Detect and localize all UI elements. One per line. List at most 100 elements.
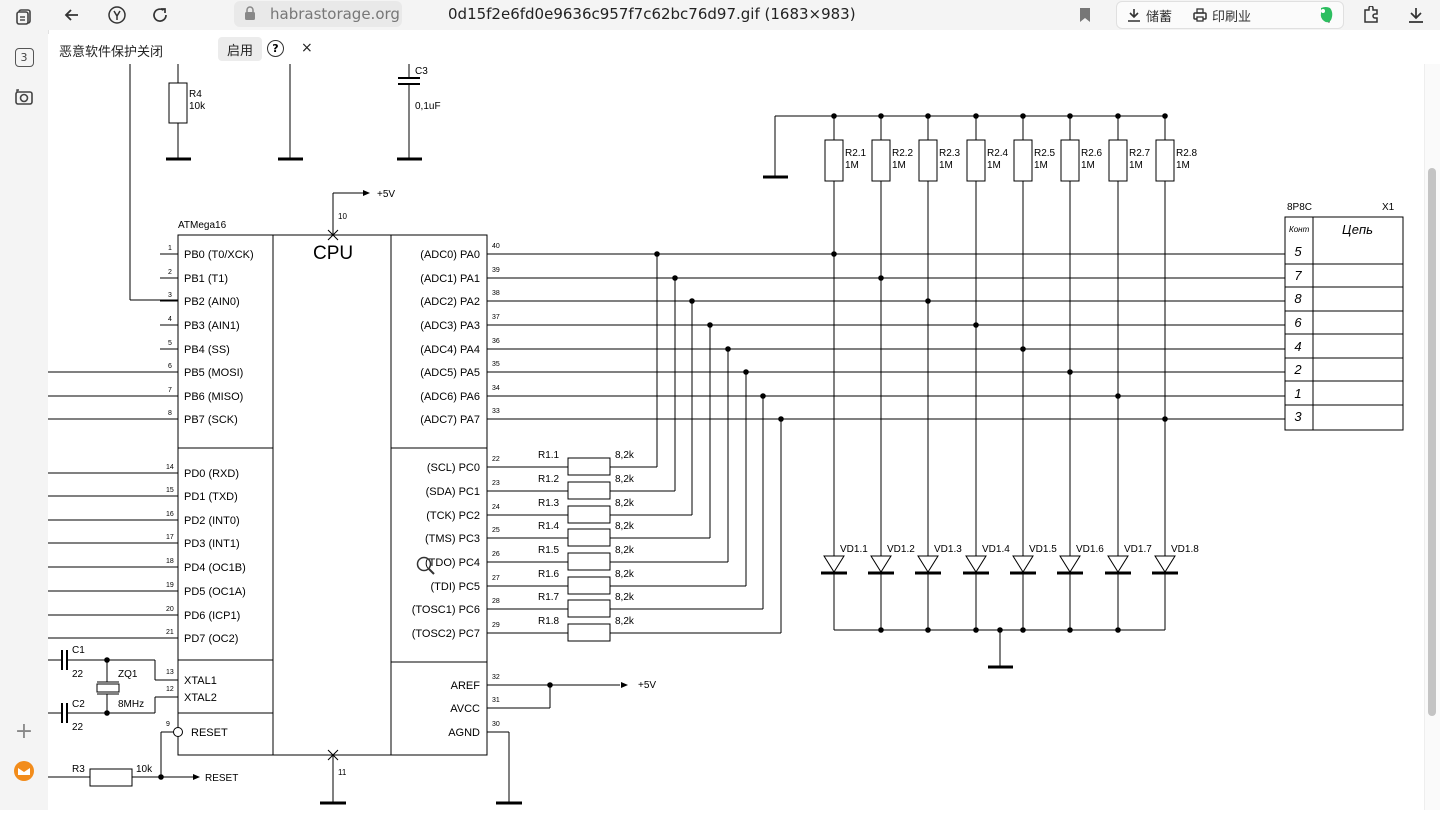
c2-name: C2 [72,699,85,710]
back-button[interactable] [64,4,80,26]
junction-dot [707,322,713,328]
r1-value: 8,2k [615,474,635,485]
pin-label-misc: RESET [191,727,228,739]
junction-dot [925,113,931,119]
r2-resistor [1108,139,1128,182]
pin-label-pc: (TCK) PC2 [426,510,480,522]
pin-number: 16 [166,511,174,518]
pin-number: 13 [166,669,174,676]
junction-dot [1115,393,1121,399]
pin-label-pb: PB4 (SS) [184,344,230,356]
reload-button[interactable] [151,4,169,26]
downloads-button[interactable] [1408,4,1424,26]
r2-name: R2.6 [1081,148,1103,159]
pin-label-pd: PD3 (INT1) [184,538,240,550]
address-bar[interactable]: habrastorage.org [234,1,402,27]
pin-number: 33 [492,408,500,415]
tab-count-button[interactable]: 3 [13,46,35,68]
junction-dot [1115,627,1121,633]
connector-pin-number: 6 [1294,315,1302,330]
pin-label-pd: PD0 (RXD) [184,468,239,480]
screenshot-icon[interactable] [13,86,35,108]
c2-value: 22 [72,722,84,733]
vertical-scrollbar[interactable] [1424,64,1440,810]
r2-name: R2.5 [1034,148,1056,159]
r1-resistor [567,481,611,500]
r1-name: R1.4 [538,521,560,532]
diode-symbol [965,555,987,573]
pin-label-pa: (ADC1) PA1 [420,273,480,285]
zq1-value: 8MHz [118,699,144,710]
evernote-extension-icon[interactable] [1316,4,1336,26]
r2-resistor [871,139,891,182]
mail-icon[interactable] [13,760,35,782]
junction-dot [878,113,884,119]
evernote-icon [1320,7,1333,23]
connector-pin-number: 3 [1294,409,1302,424]
diode-symbol [917,555,939,573]
connector-col1: Конт [1289,225,1310,234]
save-button[interactable]: 储蓄 [1127,4,1172,26]
extensions-button[interactable] [1362,4,1380,26]
print-button[interactable]: 印刷业 [1193,4,1251,26]
r2-resistor [1060,139,1080,182]
r2-value: 1M [987,160,1001,171]
r2-name: R2.8 [1176,148,1198,159]
pin-label-pd: PD5 (OC1A) [184,586,246,598]
junction-dot [672,275,678,281]
tabs-icon-glyph [16,9,31,25]
connector-pin-number: 1 [1294,386,1301,401]
pin-label-pc: (TMS) PC3 [425,533,480,545]
security-warning-text: 恶意软件保护关闭 [59,45,164,60]
pin-label-pc: (TDI) PC5 [431,581,481,593]
tabs-icon[interactable] [13,6,35,28]
pin-label-pb: PB0 (T0/XCK) [184,249,254,261]
pin-label-pd: PD6 (ICP1) [184,610,240,622]
pin-label-pc: (TOSC1) PC6 [412,604,480,616]
yandex-button[interactable] [108,4,126,26]
junction-dot [1067,627,1073,633]
diode-name: VD1.4 [982,544,1010,555]
reset-out-label: RESET [205,773,238,784]
junction-dot [973,113,979,119]
pin-number: 32 [492,674,500,681]
camera-icon [15,89,33,105]
junction-dot [973,627,979,633]
bookmark-button[interactable] [1078,4,1092,26]
browser-side-rail: 3 + [0,0,49,810]
pin-number: 4 [168,316,172,323]
add-panel-icon[interactable]: + [14,718,34,744]
connector-pin-number: 5 [1294,244,1302,259]
junction-dot [1162,113,1168,119]
pin-label-pc: (SDA) PC1 [426,486,480,498]
pin-label-pb: PB2 (AIN0) [184,296,240,308]
diode-name: VD1.8 [1171,544,1199,555]
pin-number: 34 [492,385,500,392]
connector-pin-number: 8 [1294,291,1302,306]
r4-value: 10k [189,101,206,112]
junction-dot [973,322,979,328]
r1-value: 8,2k [615,592,635,603]
junction-dot [547,682,553,688]
pin11-label: 11 [338,768,347,777]
pin-label-pd: PD4 (OC1B) [184,562,246,574]
enable-protection-button[interactable]: 启用 [218,37,262,61]
scrollbar-thumb[interactable] [1428,168,1436,716]
junction-dot [831,113,837,119]
r1-value: 8,2k [615,498,635,509]
help-icon[interactable]: ? [267,40,284,57]
r4-name: R4 [189,89,202,100]
r2-value: 1M [845,160,859,171]
junction-dot [1162,416,1168,422]
c1-value: 22 [72,669,84,680]
diode-name: VD1.6 [1076,544,1104,555]
pin-number: 38 [492,290,500,297]
reload-icon [153,8,167,22]
pin-number: 14 [166,464,174,471]
junction-dot [1020,113,1026,119]
junction-dot [760,393,766,399]
chip-label: ATMega16 [178,220,227,231]
close-infobar-icon[interactable]: × [301,40,313,56]
r1-resistor [567,623,611,642]
